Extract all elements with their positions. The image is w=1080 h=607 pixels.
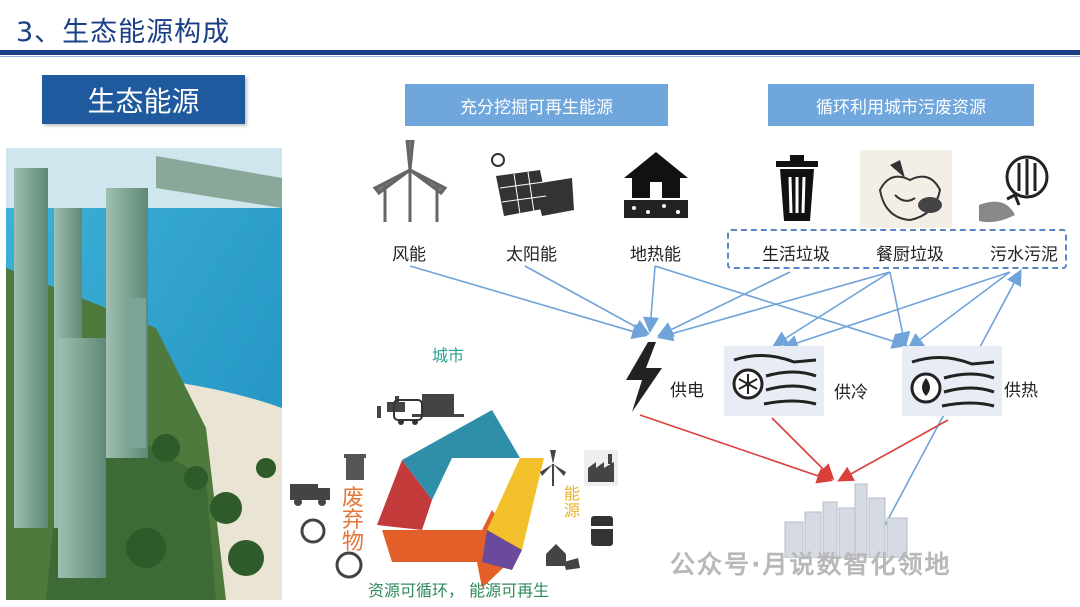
cycle-caption: 资源可循环， 能源可再生 bbox=[368, 577, 549, 601]
output-label-heating: 供热 bbox=[1004, 376, 1038, 401]
recycle-bin-icon bbox=[342, 450, 368, 482]
oil-barrel-icon bbox=[588, 512, 616, 550]
factory-icon bbox=[584, 450, 618, 486]
output-label-power: 供电 bbox=[670, 376, 704, 401]
wind-energy-icon bbox=[538, 450, 568, 486]
cycle-waste-label: 废弃物 bbox=[342, 488, 364, 554]
garbage-truck-icon bbox=[288, 480, 334, 508]
recycling-cycle-diagram: 城市 废弃物 能源 资源可循环， 能源可再生 bbox=[282, 340, 622, 602]
cycle-energy-label: 能源 bbox=[564, 485, 582, 519]
output-label-cooling: 供冷 bbox=[834, 378, 868, 403]
bus-icon bbox=[392, 398, 426, 426]
lightning-icon bbox=[622, 342, 666, 412]
heating-icon bbox=[902, 346, 1002, 416]
cycle-city-label: 城市 bbox=[432, 342, 464, 366]
cooling-icon bbox=[724, 346, 824, 416]
solar-home-icon bbox=[542, 540, 582, 570]
hazmat-icon bbox=[334, 550, 364, 580]
recycle-icon bbox=[296, 516, 330, 546]
watermark: 公众号·月说数智化领地 bbox=[670, 545, 952, 581]
